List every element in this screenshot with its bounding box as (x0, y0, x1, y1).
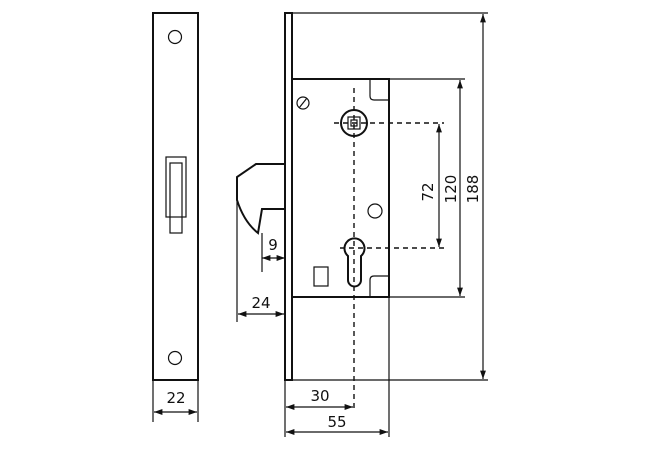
label-24: 24 (251, 294, 270, 312)
label-72: 72 (419, 182, 437, 201)
faceplate-side (284, 12, 293, 381)
label-30: 30 (310, 387, 329, 405)
corner-notch-top (369, 79, 389, 101)
label-188: 188 (464, 175, 482, 204)
dimension-hook-gap: 9 (262, 236, 285, 261)
hook-bolt-front (169, 162, 183, 234)
corner-notch-bottom (369, 275, 389, 297)
dimension-body-height: 120 (442, 80, 463, 296)
body-hole (367, 203, 383, 219)
dimension-hook-throw: 24 (238, 294, 284, 317)
dimension-faceplate-height: 188 (464, 13, 486, 379)
hook-bolt (236, 163, 285, 235)
screw-hole-top (167, 29, 183, 45)
fixing-screw-icon (296, 96, 310, 110)
lock-body (291, 78, 390, 298)
label-120: 120 (442, 175, 460, 204)
label-22: 22 (166, 389, 185, 407)
label-9: 9 (268, 236, 278, 254)
cylinder-keyhole (343, 237, 366, 288)
dimension-faceplate-width: 22 (152, 380, 199, 422)
faceplate-front-view (152, 12, 199, 381)
extension-lines (236, 12, 488, 437)
bolt-slot-outer (165, 156, 187, 218)
lock-side-view (236, 12, 444, 412)
small-square (313, 266, 329, 287)
label-55: 55 (327, 413, 346, 431)
screw-hole-bottom (167, 350, 183, 366)
dimension-body-depth: 55 (286, 413, 388, 435)
dimension-spindle-to-cylinder: 72 (419, 124, 442, 247)
dimension-backset: 30 (286, 387, 353, 410)
faceplate-outline (152, 12, 199, 381)
